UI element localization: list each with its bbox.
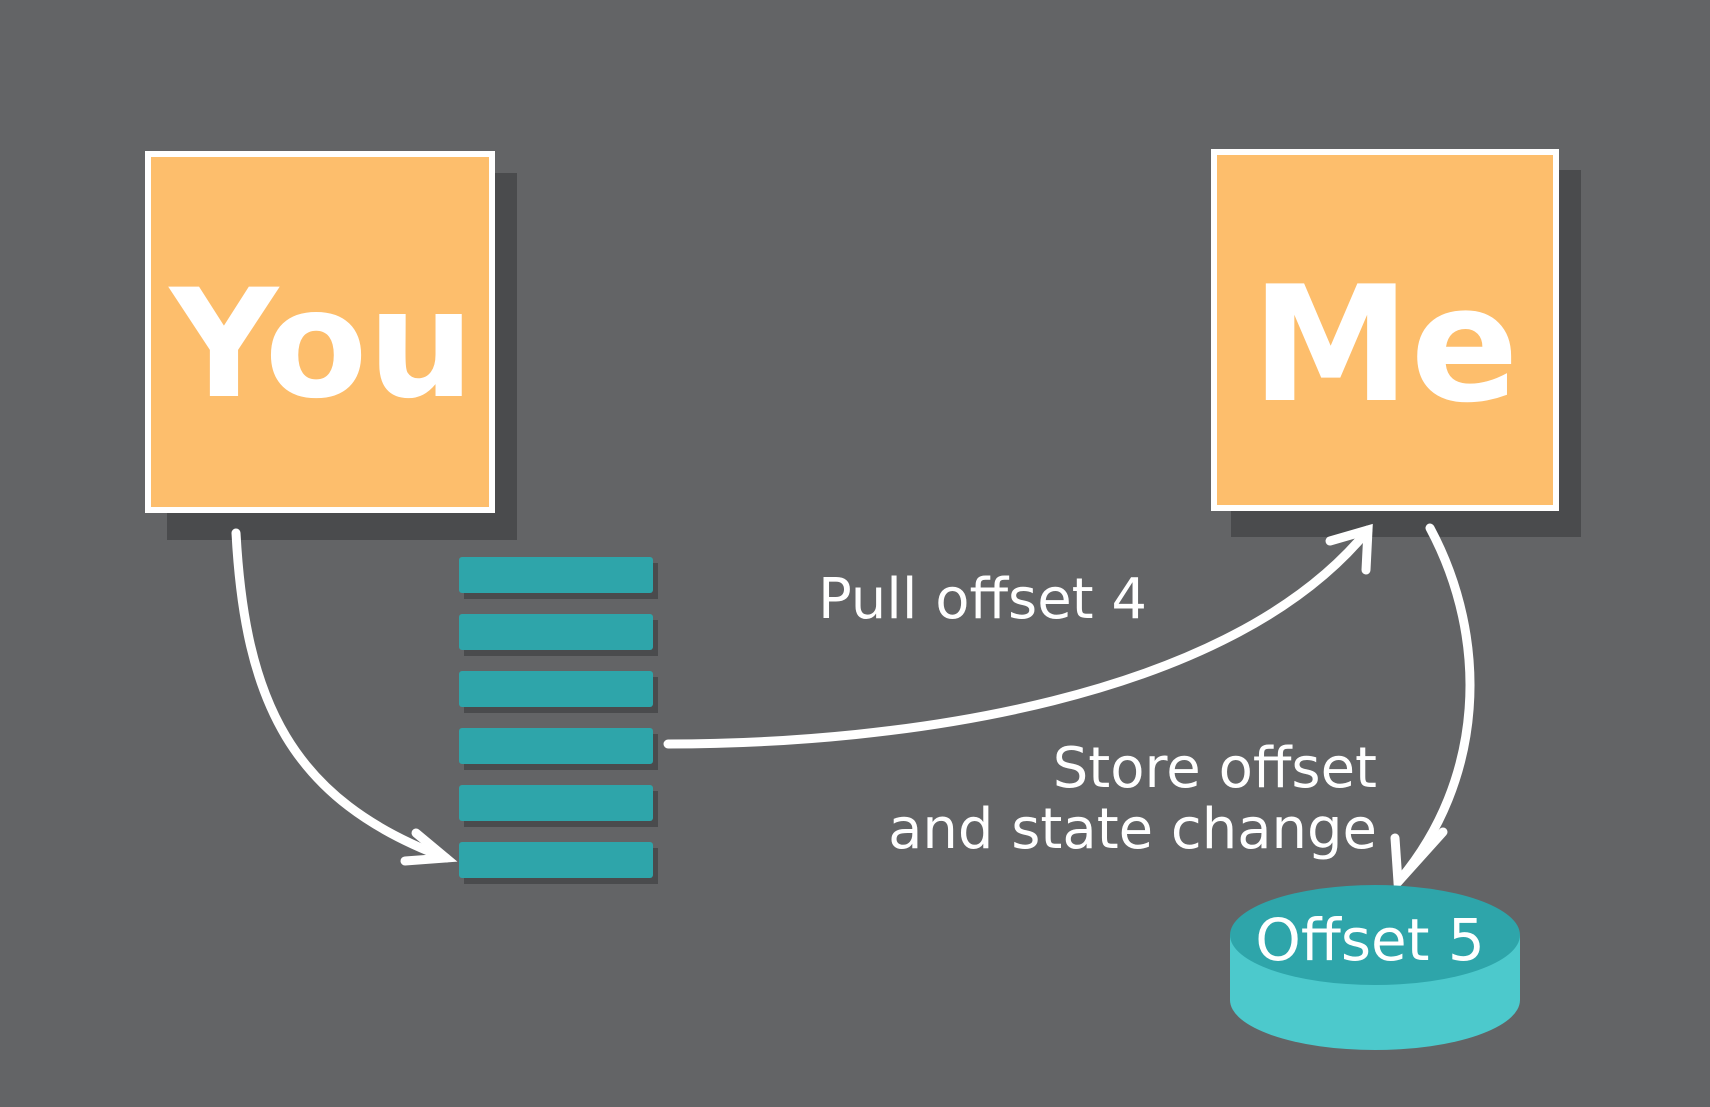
queue-item (459, 728, 653, 764)
pull-label: Pull offset 4 (818, 567, 1147, 632)
offset-store-top (1230, 885, 1520, 985)
queue (459, 557, 658, 884)
queue-item (459, 557, 653, 593)
store-label-line2: and state change (888, 797, 1377, 862)
store-arrowhead (1390, 827, 1448, 893)
queue-item (459, 614, 653, 650)
queue-item (459, 785, 653, 821)
queue-item (459, 671, 653, 707)
me-box: Me (1211, 149, 1581, 537)
offset-store: Offset 5 (1230, 885, 1520, 1050)
pull-arrowhead (1325, 523, 1373, 575)
you-to-queue-arrowhead (400, 828, 458, 866)
you-box: You (145, 151, 517, 540)
pull-arrow (663, 525, 1373, 749)
you-label: You (168, 258, 475, 432)
store-arrow (1393, 523, 1475, 887)
me-box-rect (1211, 149, 1559, 511)
store-label-line1: Store offset (1053, 736, 1377, 801)
arrows (231, 523, 1475, 893)
you-box-rect (145, 151, 495, 513)
queue-item (459, 842, 653, 878)
offset-store-label: Offset 5 (1255, 906, 1485, 974)
me-label: Me (1251, 251, 1519, 438)
you-to-queue-arrow (231, 528, 451, 863)
